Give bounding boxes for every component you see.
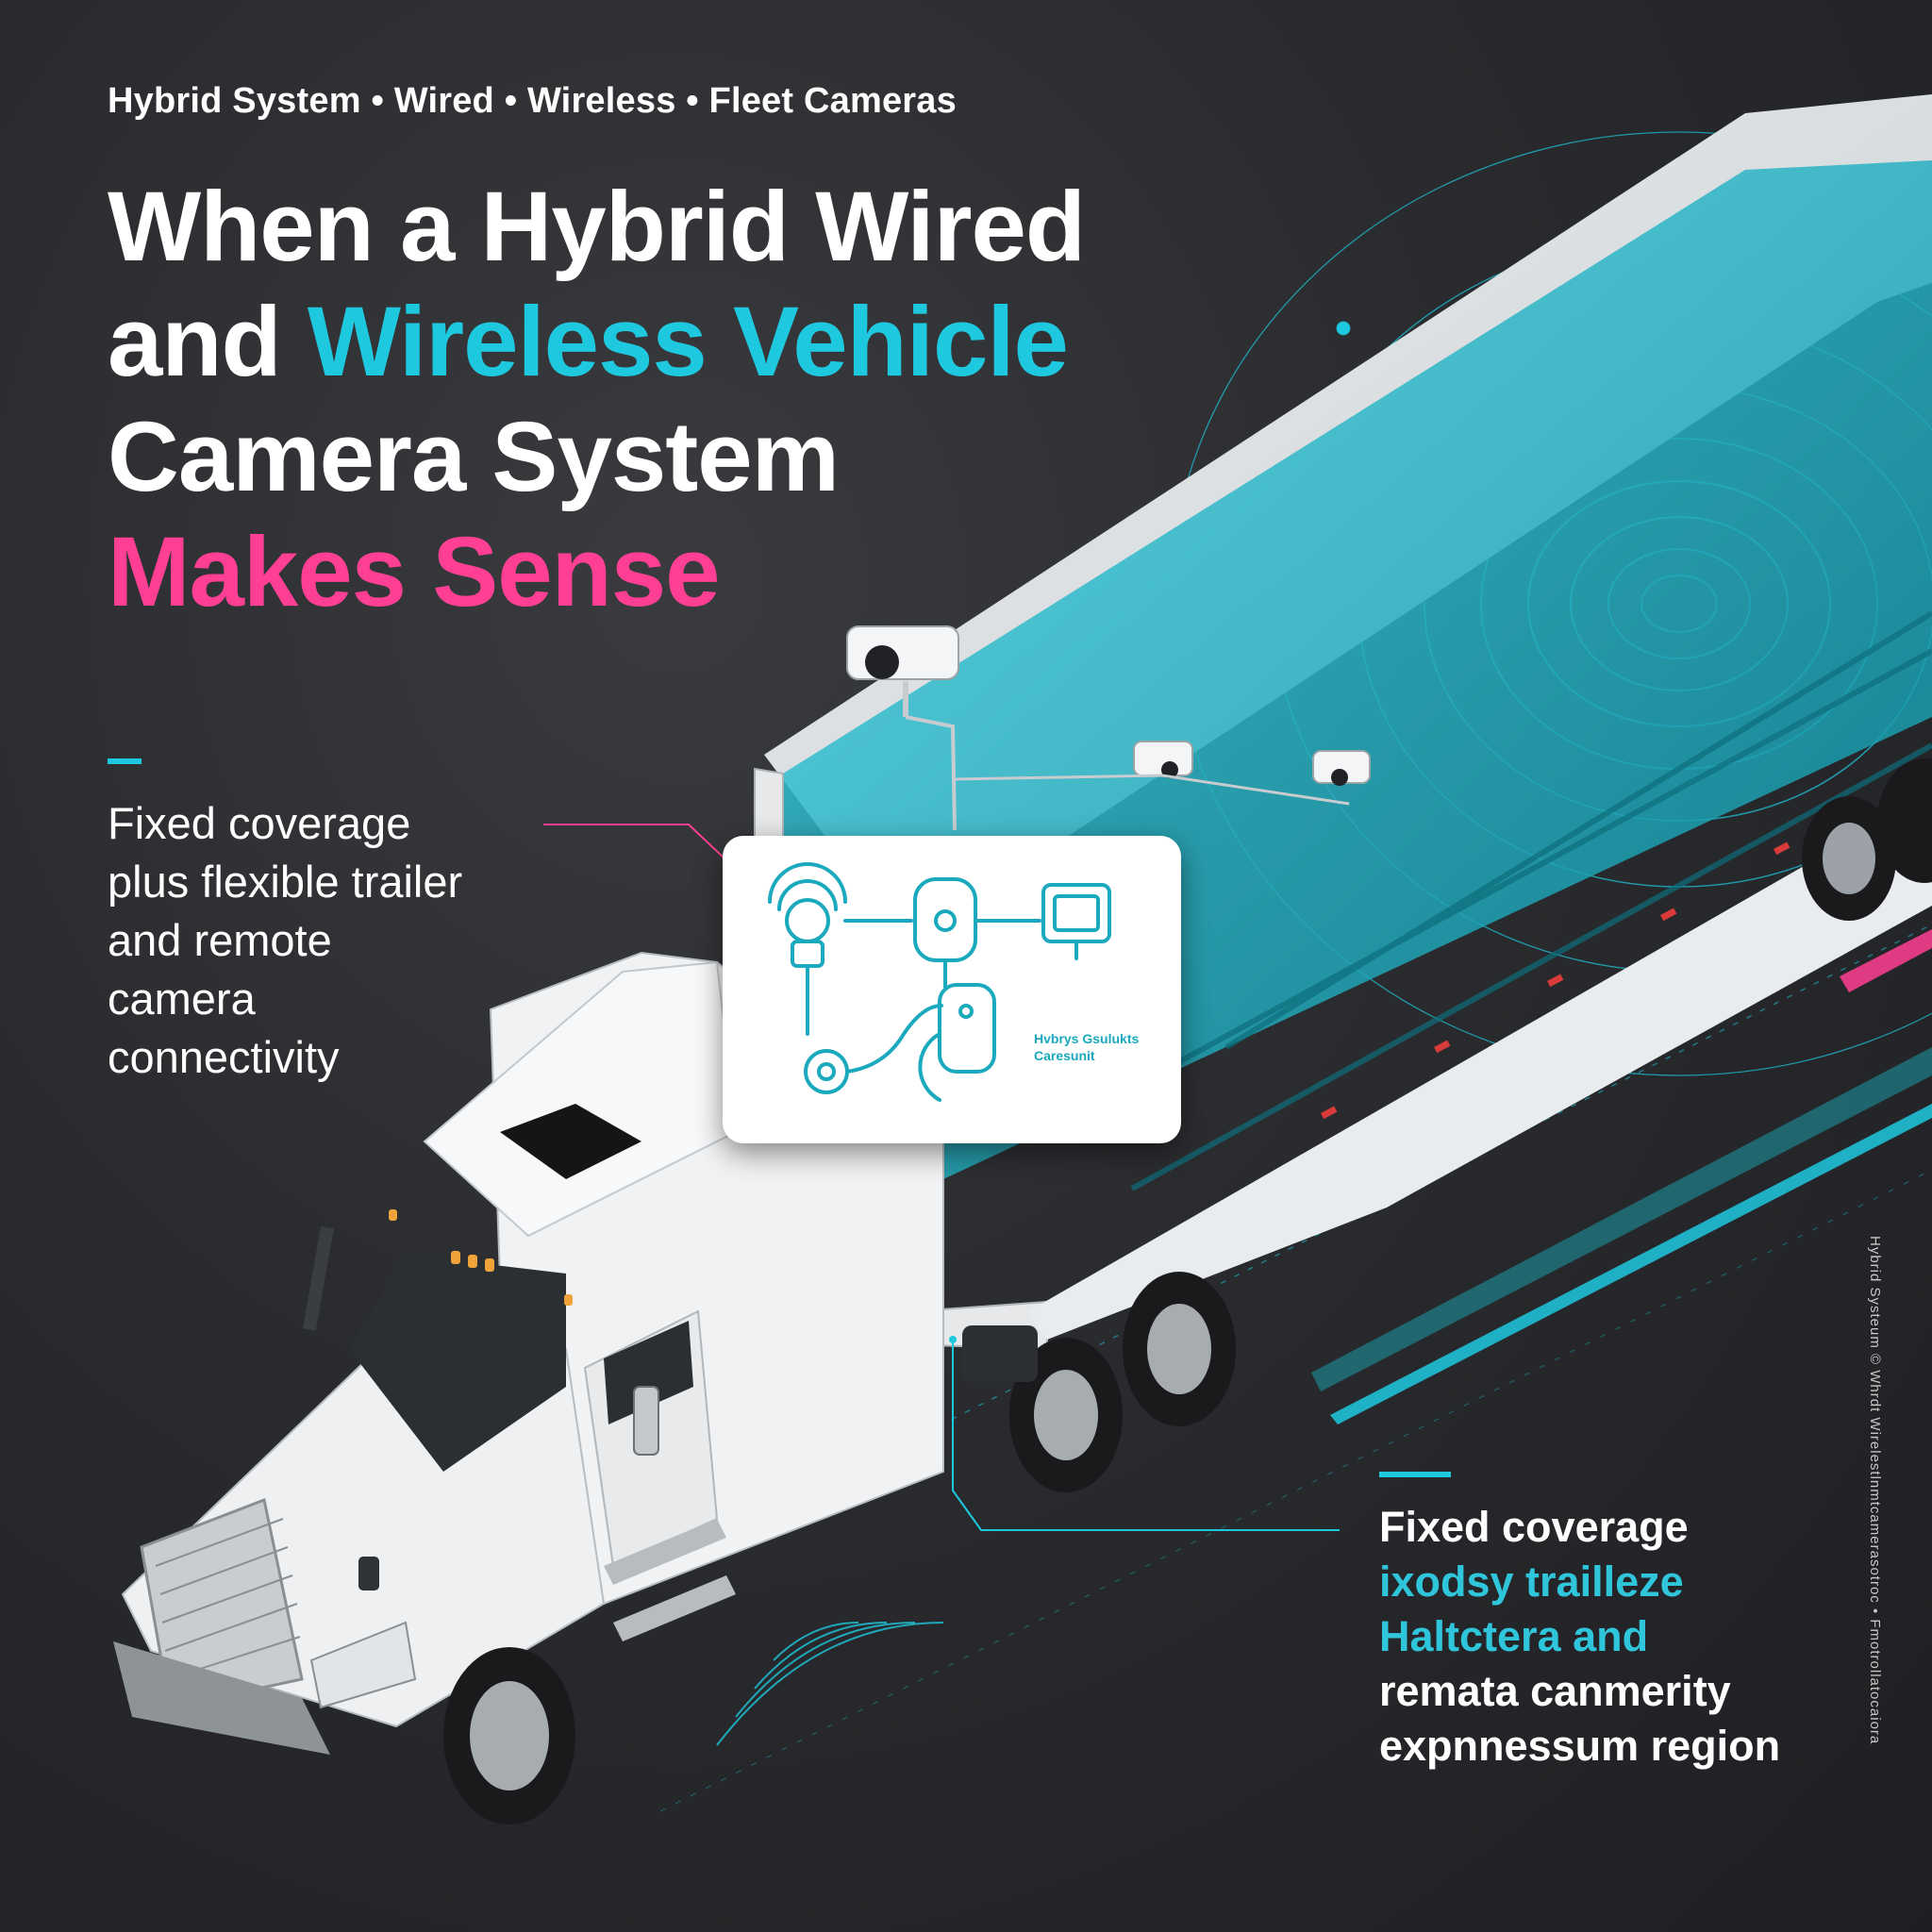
callout-connector-lines [543, 824, 1340, 1531]
kicker-tagline: Hybrid System • Wired • Wireless • Fleet… [108, 81, 957, 121]
headline: When a Hybrid Wired and Wireless Vehicle… [108, 170, 1086, 630]
callout-right-line: Haltctera and [1379, 1612, 1649, 1660]
headline-line-4: Makes Sense [108, 517, 721, 627]
connector-icon [804, 1004, 943, 1094]
tractor-wheels [443, 1272, 1236, 1824]
receiver-icon [918, 983, 996, 1102]
headline-line-3: Camera System [108, 402, 840, 512]
roof-cameras [846, 625, 1371, 831]
callout-left: Fixed coverage plus flexible trailer and… [108, 794, 462, 1087]
accent-dash-left [108, 758, 142, 764]
tractor-cab [113, 951, 1236, 1824]
diagram-caption-line2: Caresunit [1034, 1048, 1095, 1063]
callout-right-line: ixodsy trailleze [1379, 1557, 1684, 1606]
callout-right: Fixed coverage ixodsy trailleze Haltcter… [1379, 1500, 1780, 1774]
vertical-credit-text: Hybrid Systeum © Whrdt Wirelestlnmtcamer… [1867, 1236, 1883, 1745]
headline-line-1: When a Hybrid Wired [108, 172, 1086, 282]
camera-module-icon [913, 877, 977, 989]
wireless-camera-icon [768, 862, 847, 1036]
callout-right-line: Fixed coverage [1379, 1503, 1689, 1551]
headline-line-2-white: and [108, 287, 308, 397]
system-diagram-card [723, 836, 1181, 1143]
ground-signal-arcs [716, 1622, 944, 1746]
camera-1 [846, 625, 959, 831]
callout-right-line: remata canmerity [1379, 1667, 1731, 1715]
road-stripes [659, 924, 1932, 1812]
monitor-icon [1041, 883, 1111, 960]
headline-line-2: and Wireless Vehicle [108, 285, 1085, 400]
diagram-caption-line1: Hvbrys Gsulukts [1034, 1031, 1140, 1046]
callout-left-line: Fixed coverage [108, 798, 411, 848]
headline-line-2-cyan: Wireless Vehicle [307, 287, 1069, 397]
callout-left-line: connectivity [108, 1032, 340, 1082]
callout-right-line: expnnessum region [1379, 1722, 1781, 1770]
callout-left-line: plus flexible trailer [108, 857, 463, 907]
camera-2 [1133, 741, 1193, 778]
trailer-wheels [1802, 758, 1932, 921]
system-diagram [768, 862, 1111, 1102]
accent-dash-right [1379, 1472, 1451, 1477]
callout-left-line: and remote [108, 915, 332, 965]
callout-left-line: camera [108, 974, 256, 1024]
camera-3 [1312, 750, 1371, 786]
